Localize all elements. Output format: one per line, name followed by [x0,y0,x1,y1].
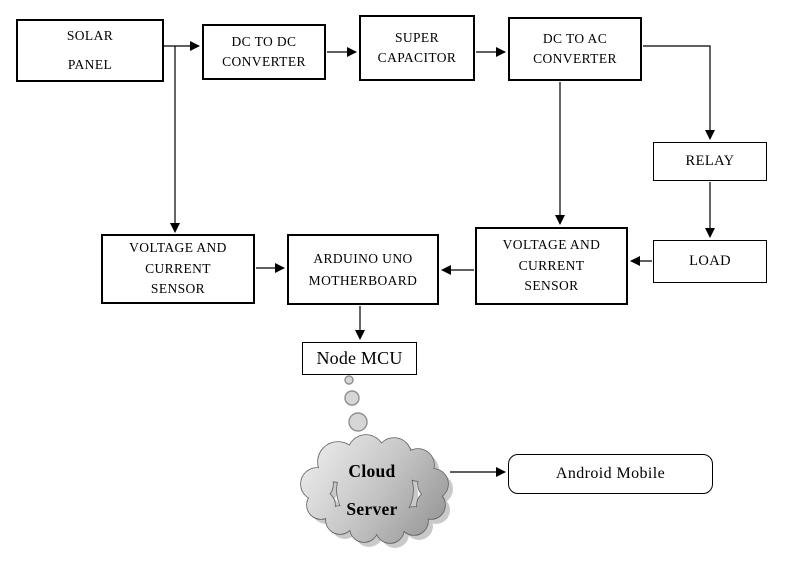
node-voltage-current-sensor-input: VOLTAGE AND CURRENT SENSOR [101,234,255,304]
cloud-server-label: Cloud Server [346,461,398,519]
node-arduino-uno-motherboard: ARDUINO UNO MOTHERBOARD [287,234,439,305]
node-super-capacitor: SUPER CAPACITOR [359,15,475,81]
node-android-mobile: Android Mobile [508,454,713,494]
edge-dcac-to-relay [643,45,715,140]
node-relay: RELAY [653,142,767,181]
bubble-trail [344,375,368,432]
node-load: LOAD [653,240,767,283]
node-dc-to-ac-converter: DC TO AC CONVERTER [508,17,642,81]
node-dc-to-dc-converter: DC TO DC CONVERTER [202,24,326,80]
node-node-mcu: Node MCU [302,342,417,375]
node-solar-panel: SOLAR PANEL [16,19,164,82]
node-voltage-current-sensor-output: VOLTAGE AND CURRENT SENSOR [475,227,628,305]
